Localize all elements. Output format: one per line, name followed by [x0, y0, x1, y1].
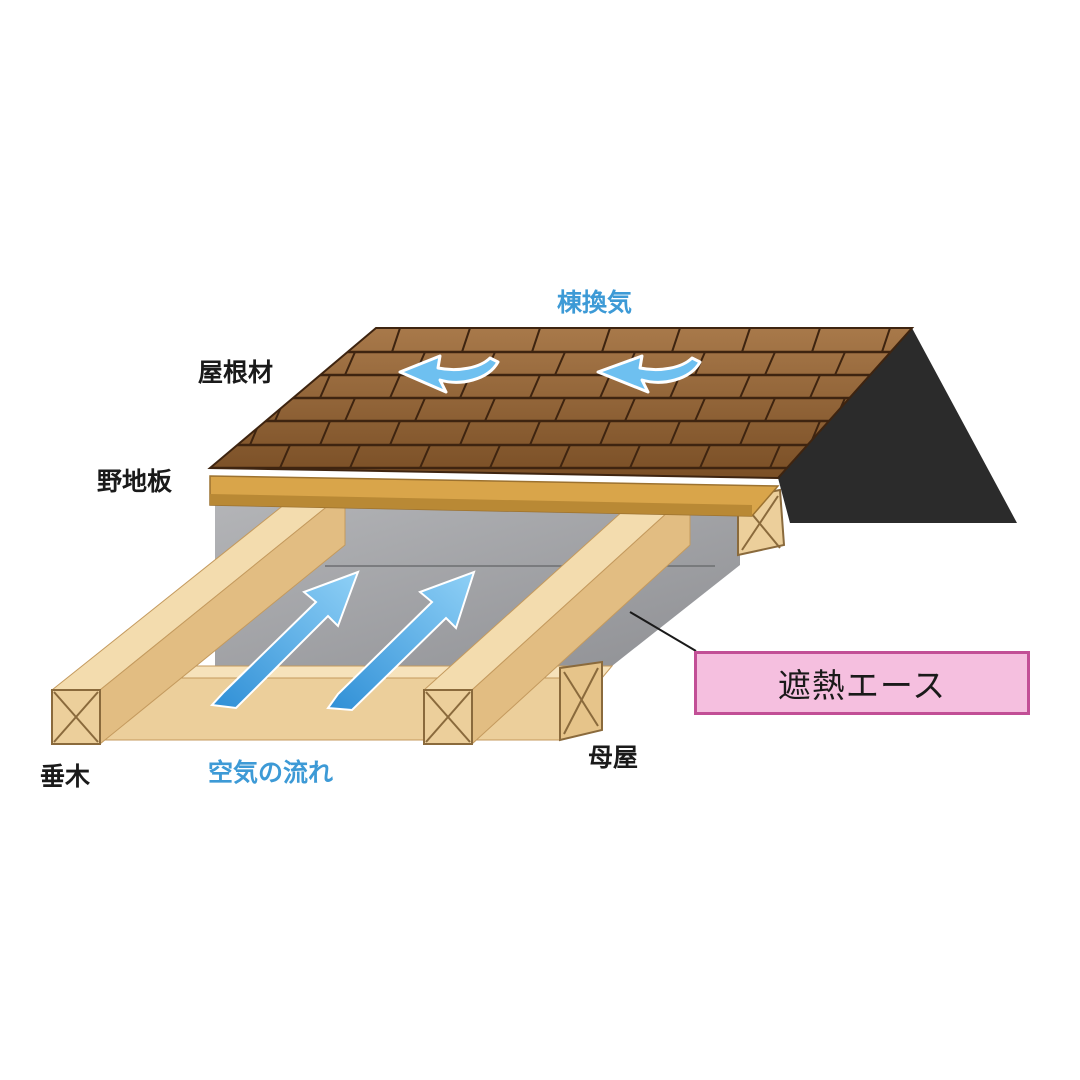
- roofing-label: 屋根材: [198, 358, 274, 387]
- ridge-vent-arrow-right: [596, 354, 702, 394]
- sheathing-label: 野地板: [97, 467, 173, 496]
- ridge-vent-arrow-left: [398, 354, 500, 394]
- ridge-vent-label: 棟換気: [557, 288, 633, 317]
- roof-gable: [778, 328, 1017, 523]
- callout-leader-line: [629, 611, 697, 652]
- purlin-end-cap: [559, 660, 603, 742]
- sheathing-front-edge: [210, 494, 752, 516]
- rafter-right: [422, 490, 692, 746]
- roof-shingle-edge: [207, 327, 915, 480]
- heat-shield-product-name: 遮熱エース: [777, 666, 947, 705]
- purlin-label: 母屋: [588, 743, 639, 772]
- rafter-left: [50, 490, 347, 746]
- roof-shingle-surface: [210, 328, 912, 478]
- heat-shield-callout: 遮熱エース: [694, 651, 1030, 715]
- airflow-arrow-right: [326, 570, 476, 712]
- rafter-label: 垂木: [40, 762, 91, 791]
- airflow-arrow-left: [209, 570, 360, 710]
- airflow-label: 空気の流れ: [208, 758, 334, 787]
